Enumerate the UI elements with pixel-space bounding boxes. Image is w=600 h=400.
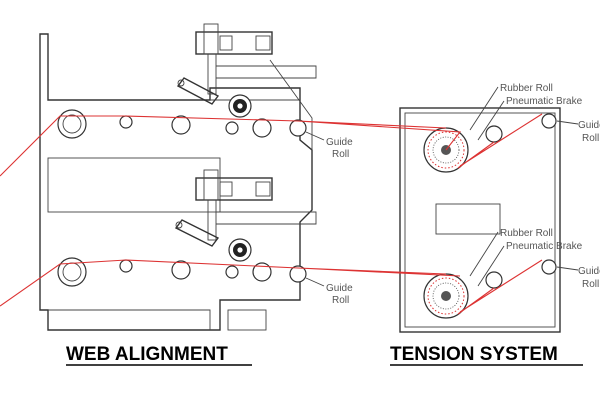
center-window [47, 157, 221, 213]
upper-roll-label: Roll [332, 149, 349, 160]
labels: Guide Roll Guide Roll Rubber Roll Pneuma… [326, 83, 600, 306]
lower-guide-assembly [174, 169, 317, 262]
base-block [227, 309, 267, 331]
lower-guide-roll [289, 265, 307, 283]
web-paths [0, 113, 543, 315]
tension-system-frame [399, 107, 561, 333]
titles: WEB ALIGNMENT TENSION SYSTEM [66, 344, 583, 366]
upper-guide-label: Guide [326, 137, 353, 148]
upper-pneumatic-brake-label: Pneumatic Brake [506, 96, 583, 107]
tension-display [435, 203, 501, 235]
lower-rubber-roll-label: Rubber Roll [500, 228, 553, 239]
right-upper-guide-label: Guide [578, 120, 600, 131]
tension-system-title: TENSION SYSTEM [390, 344, 558, 365]
upper-rubber-roll-label: Rubber Roll [500, 83, 553, 94]
lower-roller-row [57, 257, 307, 287]
right-lower-roll-label: Roll [582, 279, 599, 290]
lower-roll-label: Roll [332, 295, 349, 306]
upper-entry-roll [57, 109, 87, 139]
lower-entry-roll [57, 257, 87, 287]
leader-lines [305, 86, 579, 287]
upper-roller-row [57, 109, 307, 139]
web-alignment-title: WEB ALIGNMENT [66, 344, 228, 365]
right-lower-guide-label: Guide [578, 266, 600, 277]
lower-pneumatic-brake-label: Pneumatic Brake [506, 241, 583, 252]
right-upper-roll-label: Roll [582, 133, 599, 144]
upper-guide-roll [289, 119, 307, 137]
upper-guide-assembly [176, 23, 317, 118]
lower-guide-label: Guide [326, 283, 353, 294]
